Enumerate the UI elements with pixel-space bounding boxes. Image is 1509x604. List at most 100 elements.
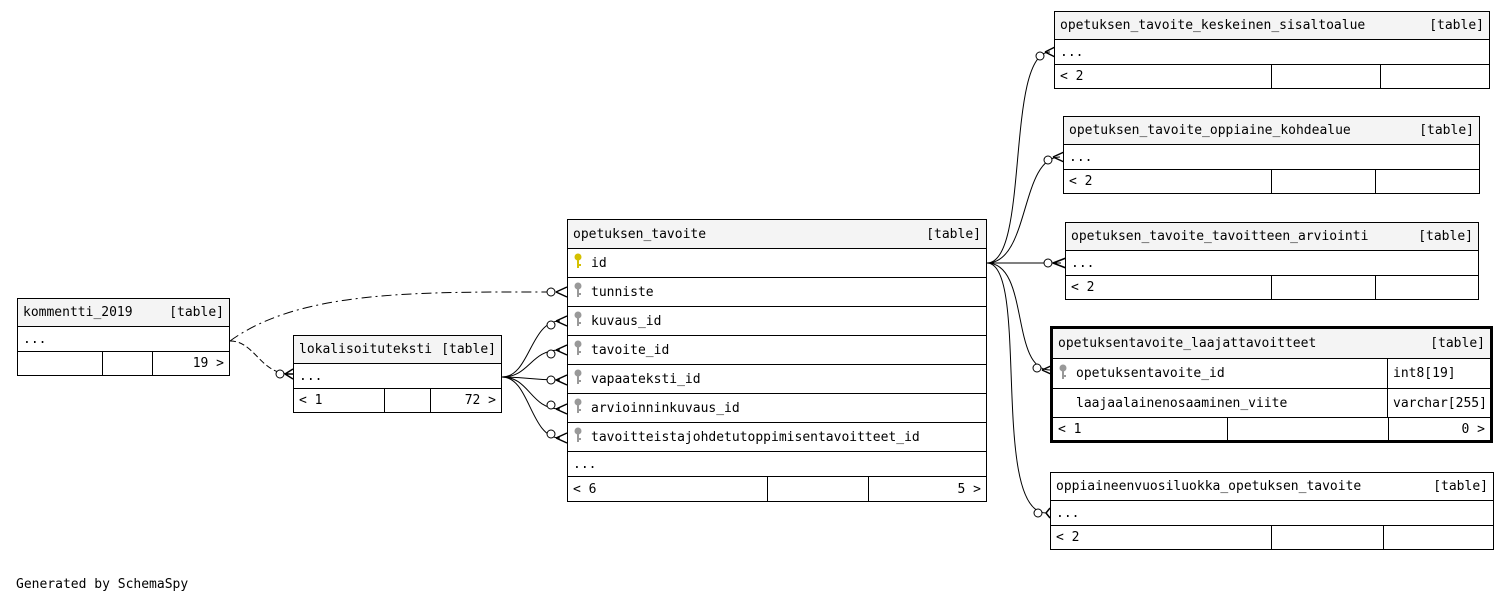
column-row[interactable]: vapaateksti_id <box>568 365 986 394</box>
column-name: id <box>591 255 607 271</box>
footer-children <box>1375 276 1478 299</box>
footer-rows <box>1271 170 1375 193</box>
relation-kohdealue <box>986 156 1061 264</box>
table-footer: < 2 <box>1064 170 1479 193</box>
relation-endpoint-marker <box>1033 508 1043 518</box>
generated-by-credit: Generated by SchemaSpy <box>16 577 189 592</box>
footer-parents[interactable]: < 2 <box>1069 174 1093 189</box>
crowfoot-marker <box>555 315 568 327</box>
table-kommentti-2019[interactable]: kommentti_2019 [table] ... 19 > <box>17 298 230 376</box>
column-row[interactable]: kuvaus_id <box>568 307 986 336</box>
column-type: int8[19] <box>1393 366 1456 381</box>
column-name: arvioinninkuvaus_id <box>591 400 740 416</box>
table-tag: [table] <box>1430 336 1485 351</box>
ellipsis: ... <box>1056 505 1080 521</box>
table-footer: < 6 5 > <box>568 477 986 501</box>
table-name[interactable]: lokalisoituteksti <box>299 342 433 357</box>
ellipsis-row: ... <box>294 364 501 389</box>
column-row[interactable]: opetuksentavoite_id int8[19] <box>1053 359 1490 389</box>
column-row[interactable]: laajaalainenosaaminen_viite varchar[255] <box>1053 389 1490 418</box>
table-footer: < 2 <box>1066 276 1478 299</box>
column-name: opetuksentavoite_id <box>1076 366 1225 381</box>
relation-endpoint-marker <box>546 320 556 330</box>
column-name: tavoitteistajohdetutoppimisentavoitteet_… <box>591 429 920 445</box>
footer-rows <box>1271 276 1375 299</box>
footer-parents <box>18 352 102 375</box>
footer-rows <box>1271 526 1383 549</box>
relation-endpoint-marker <box>546 349 556 359</box>
relation-kommentti-lokalisoituteksti <box>229 340 291 375</box>
column-name: tunniste <box>591 284 654 300</box>
footer-children[interactable]: 5 > <box>868 477 986 501</box>
foreign-key-icon <box>573 369 587 389</box>
column-name: vapaateksti_id <box>591 371 701 387</box>
table-oppiaine-kohdealue[interactable]: opetuksen_tavoite_oppiaine_kohdealue [ta… <box>1063 116 1480 194</box>
relation-endpoint-marker <box>546 375 556 385</box>
table-name[interactable]: oppiaineenvuosiluokka_opetuksen_tavoite <box>1056 479 1362 494</box>
column-row[interactable]: arvioinninkuvaus_id <box>568 394 986 423</box>
table-header: lokalisoituteksti [table] <box>294 336 501 364</box>
table-name[interactable]: opetuksen_tavoite_oppiaine_kohdealue <box>1069 123 1351 138</box>
table-tavoitteen-arviointi[interactable]: opetuksen_tavoite_tavoitteen_arviointi [… <box>1065 222 1479 300</box>
crowfoot-marker <box>284 368 294 380</box>
ellipsis: ... <box>1060 44 1084 60</box>
footer-parents[interactable]: < 1 <box>1058 421 1082 437</box>
footer-parents[interactable]: < 6 <box>573 481 597 497</box>
footer-rows <box>384 389 430 412</box>
ellipsis: ... <box>573 456 597 472</box>
table-lokalisoituteksti[interactable]: lokalisoituteksti [table] ... < 1 72 > <box>293 335 502 413</box>
table-name[interactable]: kommentti_2019 <box>23 305 133 320</box>
table-footer: 19 > <box>18 352 229 375</box>
column-cell: laajaalainenosaaminen_viite <box>1053 389 1388 417</box>
table-tag: [table] <box>1429 18 1484 33</box>
table-tag: [table] <box>169 305 224 320</box>
foreign-key-icon <box>573 398 587 418</box>
table-footer: < 2 <box>1051 526 1493 549</box>
crowfoot-marker <box>555 344 568 356</box>
foreign-key-icon <box>573 427 587 447</box>
crowfoot-marker <box>555 432 568 444</box>
table-footer: < 1 0 > <box>1053 418 1490 440</box>
column-row[interactable]: tavoite_id <box>568 336 986 365</box>
column-row[interactable]: tavoitteistajohdetutoppimisentavoitteet_… <box>568 423 986 452</box>
ellipsis: ... <box>299 368 323 384</box>
footer-rows <box>1227 418 1388 440</box>
table-opetuksen-tavoite[interactable]: opetuksen_tavoite [table] id tunniste ku… <box>567 219 987 502</box>
footer-parents[interactable]: < 2 <box>1071 280 1095 295</box>
table-tag: [table] <box>1433 479 1488 494</box>
table-footer: < 2 <box>1055 65 1489 88</box>
relation-keskeinen <box>986 51 1051 264</box>
ellipsis: ... <box>1071 255 1095 271</box>
crowfoot-marker <box>555 403 568 415</box>
footer-parents[interactable]: < 2 <box>1060 69 1084 84</box>
footer-children[interactable]: 19 > <box>152 352 229 375</box>
footer-parents[interactable]: < 2 <box>1056 530 1080 545</box>
table-name[interactable]: opetuksen_tavoite_keskeinen_sisaltoalue <box>1060 18 1366 33</box>
relation-endpoint-marker <box>275 369 285 379</box>
table-footer: < 1 72 > <box>294 389 501 412</box>
table-tag: [table] <box>1418 229 1473 244</box>
foreign-key-icon <box>1058 364 1072 384</box>
column-name: laajaalainenosaaminen_viite <box>1076 395 1288 411</box>
table-name[interactable]: opetuksen_tavoite <box>573 226 707 242</box>
ellipsis: ... <box>23 331 47 347</box>
table-keskeinen-sisaltoalue[interactable]: opetuksen_tavoite_keskeinen_sisaltoalue … <box>1054 11 1490 89</box>
column-row[interactable]: tunniste <box>568 278 986 307</box>
crowfoot-marker <box>1052 151 1065 163</box>
footer-children <box>1375 170 1479 193</box>
table-header: opetuksen_tavoite_keskeinen_sisaltoalue … <box>1055 12 1489 40</box>
table-name[interactable]: opetuksen_tavoite_tavoitteen_arviointi <box>1071 229 1369 244</box>
column-row[interactable]: id <box>568 249 986 278</box>
footer-parents[interactable]: < 1 <box>299 393 323 408</box>
relation-endpoint-marker <box>546 287 556 297</box>
footer-children[interactable]: 72 > <box>430 389 501 412</box>
table-vuosiluokka-opetuksen-tavoite[interactable]: oppiaineenvuosiluokka_opetuksen_tavoite … <box>1050 472 1494 550</box>
relation-endpoint-marker <box>546 400 556 410</box>
table-laajattavoitteet[interactable]: opetuksentavoite_laajattavoitteet [table… <box>1050 326 1493 443</box>
ellipsis-row: ... <box>1066 251 1478 276</box>
footer-children[interactable]: 0 > <box>1388 418 1490 440</box>
footer-rows <box>102 352 152 375</box>
table-name[interactable]: opetuksentavoite_laajattavoitteet <box>1058 336 1317 351</box>
table-header: oppiaineenvuosiluokka_opetuksen_tavoite … <box>1051 473 1493 501</box>
